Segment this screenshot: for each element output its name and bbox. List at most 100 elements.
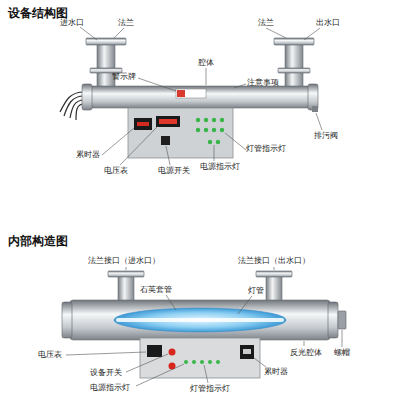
leader-lines [204, 365, 208, 383]
part-label: 法兰 [118, 18, 134, 28]
part-label: 电源指示灯 [200, 162, 240, 172]
leader-lines [80, 27, 97, 40]
control-box [204, 118, 208, 122]
control-box [128, 108, 233, 158]
part-label: 反光腔体 [290, 348, 322, 358]
part-label: 注意事项 [247, 78, 279, 88]
leader-lines [114, 28, 124, 38]
warning-plate [177, 90, 185, 97]
control-box [212, 118, 216, 122]
quartz-sleeve-lamp [114, 308, 286, 332]
control-box [134, 118, 152, 130]
leader-lines [225, 133, 246, 150]
outlet-pipe [274, 38, 314, 88]
part-label: 出水口 [316, 18, 340, 28]
chamber-body [88, 86, 312, 108]
chamber-body [82, 84, 92, 110]
control-panel [216, 360, 220, 364]
control-box [196, 128, 200, 132]
leader-lines [304, 341, 305, 346]
control-panel [243, 349, 251, 354]
part-label: 累时器 [76, 150, 100, 160]
inlet-pipe [86, 38, 126, 45]
part-label: 灯管指示灯 [246, 144, 286, 154]
outlet-pipe [285, 44, 303, 88]
reflective-chamber [338, 311, 346, 329]
control-box [161, 136, 170, 145]
control-box [204, 128, 208, 132]
part-label: 螺帽 [334, 348, 350, 358]
leader-lines [66, 352, 146, 355]
section-heading: 内部构造图 [8, 234, 68, 248]
leader-lines [214, 145, 215, 161]
control-box [196, 118, 200, 122]
part-label: 法兰接口（进水口） [88, 256, 160, 266]
part-label: 电源开关 [158, 166, 190, 176]
leader-lines [126, 354, 168, 372]
control-box [137, 122, 149, 126]
control-box [159, 119, 177, 124]
outlet-flange-port [266, 276, 282, 302]
inlet-flange-port [108, 271, 144, 277]
leader-lines [102, 128, 134, 155]
reflective-chamber [62, 302, 72, 338]
warning-plate [176, 89, 206, 98]
part-label: 灯管 [248, 286, 264, 296]
control-panel [147, 345, 162, 357]
control-box [220, 118, 224, 122]
outlet-pipe [274, 38, 314, 45]
control-box [212, 128, 216, 132]
power-cables [60, 92, 84, 120]
section-heading: 设备结构图 [8, 6, 68, 20]
part-label: 累时器 [264, 367, 288, 377]
inlet-flange-port [118, 276, 134, 302]
control-box [128, 108, 233, 158]
part-label: 法兰接口（出水口） [238, 256, 310, 266]
control-box [156, 116, 180, 127]
leader-lines [166, 295, 176, 310]
control-panel [192, 360, 196, 364]
part-label: 电压表 [104, 166, 128, 176]
reflective-chamber [70, 300, 330, 340]
control-panel [169, 349, 176, 356]
control-box [220, 128, 224, 132]
part-label: 腔体 [198, 58, 214, 68]
leader-lines [138, 78, 176, 91]
part-label: 排污阀 [314, 131, 338, 141]
leader-lines [342, 330, 343, 347]
part-label: 进水口 [60, 18, 84, 28]
leader-lines [254, 358, 266, 367]
part-label: 警示牌 [112, 72, 136, 82]
inlet-flange-port [108, 271, 144, 302]
leader-lines [120, 126, 158, 165]
inlet-pipe [97, 44, 115, 88]
warning-plate [176, 89, 206, 98]
control-panel [240, 345, 254, 359]
part-label: 灯管指示灯 [190, 384, 230, 394]
leader-lines [80, 27, 322, 165]
control-panel [184, 360, 188, 364]
leader-lines [266, 28, 286, 38]
part-label: 石英套管 [140, 285, 172, 295]
outlet-flange-port [256, 271, 292, 277]
leader-lines [136, 364, 184, 386]
part-label: 电压表 [38, 350, 62, 360]
chamber-body [312, 106, 318, 112]
control-box [208, 140, 212, 144]
leader-lines [166, 146, 170, 165]
part-label: 设备开关 [90, 368, 122, 378]
control-box [216, 140, 220, 144]
part-label: 法兰 [258, 18, 274, 28]
leader-lines [126, 267, 127, 270]
reflective-chamber [328, 302, 338, 338]
control-panel [200, 360, 204, 364]
reflective-chamber [62, 300, 346, 340]
leader-lines [316, 113, 322, 130]
part-label: 电源指示灯 [90, 383, 130, 393]
quartz-sleeve-lamp [116, 318, 284, 322]
control-panel [208, 360, 212, 364]
outlet-pipe [278, 68, 310, 73]
leader-lines [234, 84, 246, 88]
leader-lines [238, 296, 252, 314]
quartz-sleeve-lamp [114, 308, 286, 332]
